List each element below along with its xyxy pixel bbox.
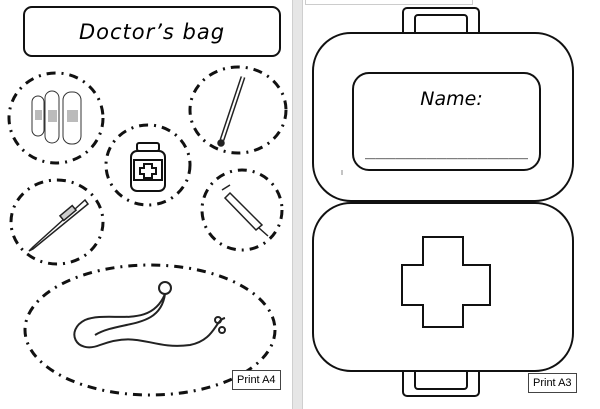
worksheet-page-a3: Name: ________________ Print A3 <box>303 0 600 409</box>
print-a4-label: Print A4 <box>232 370 281 390</box>
name-label: Name: <box>420 88 483 110</box>
title-text: Doctor’s bag <box>78 19 226 44</box>
thermometer-cutout <box>188 65 288 155</box>
name-line: ________________ <box>365 140 528 160</box>
bag-handle-top <box>402 7 480 33</box>
stethoscope-cutout <box>23 263 277 397</box>
text-box-edge <box>305 0 473 5</box>
thermometer-icon <box>217 76 246 147</box>
page-gap <box>292 0 303 409</box>
title-box: Doctor’s bag <box>23 6 281 57</box>
bag-upper-panel <box>312 32 574 202</box>
worksheet-page-a4: Doctor’s bag <box>0 0 292 409</box>
bandages-icon <box>31 90 82 145</box>
bag-lower-panel <box>312 202 574 372</box>
syringe-cutout <box>200 168 284 252</box>
bandages-cutout <box>7 71 105 165</box>
syringe-icon <box>221 184 269 237</box>
bag-handle-bottom <box>402 371 480 397</box>
print-a3-label: Print A3 <box>528 373 577 393</box>
digital-thermometer-icon <box>28 198 90 252</box>
stethoscope-icon <box>73 281 226 349</box>
cutout-shapes <box>7 65 288 397</box>
digital-thermometer-cutout <box>9 178 105 266</box>
medicine-bottle-icon <box>130 142 166 192</box>
doctor-bag-outline <box>312 7 574 397</box>
name-panel <box>352 72 541 171</box>
cross-icon <box>401 236 491 328</box>
bottle-cutout <box>104 123 192 207</box>
